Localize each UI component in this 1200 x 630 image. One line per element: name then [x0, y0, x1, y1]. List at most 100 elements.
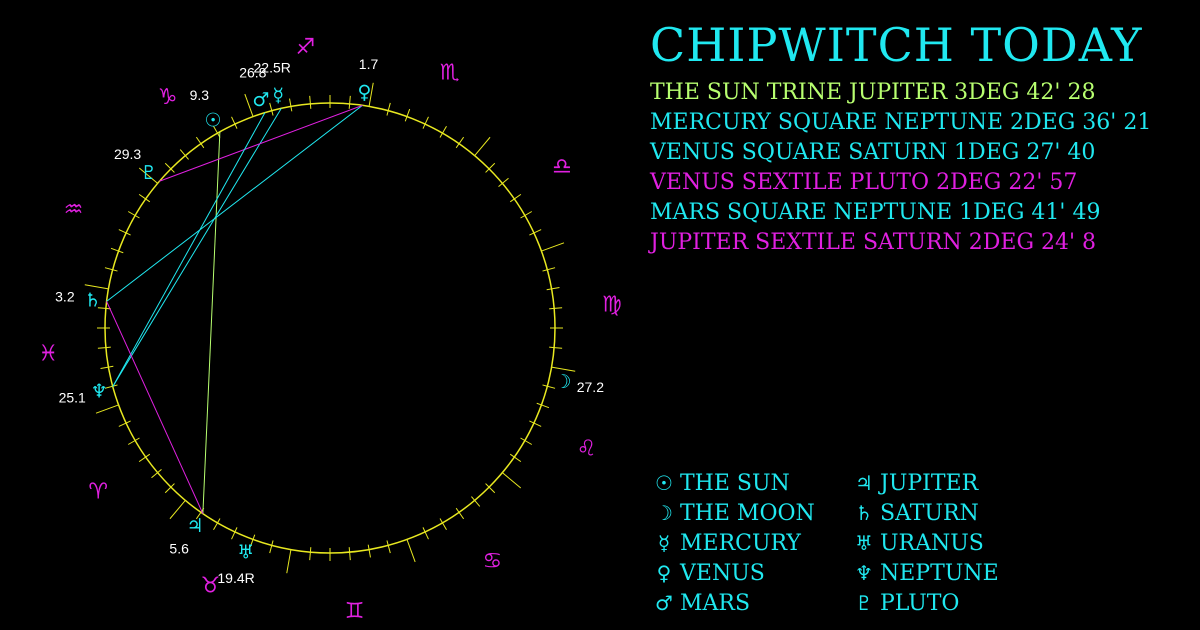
- degree-tick-inner: [520, 437, 526, 441]
- zodiac-wheel: ♑♒♓♈♉♊♋♌♍♎♏♐☉9.3♂26.8☿22.5R♀1.7♇29.3♄3.2…: [38, 35, 622, 624]
- aspect-line-sun-jupiter: [202, 131, 221, 514]
- cancer-glyph: ♋: [482, 549, 502, 574]
- degree-tick-inner: [471, 496, 476, 501]
- degree-tick-inner: [422, 527, 426, 533]
- degree-tick-inner: [271, 110, 274, 116]
- degree-tick: [387, 545, 391, 554]
- venus-icon: ♀: [358, 82, 372, 104]
- degree-tick: [424, 116, 429, 125]
- degree-tick: [514, 456, 522, 463]
- degree-tick: [387, 102, 391, 111]
- legend-label: JUPITER: [880, 471, 979, 496]
- sign-boundary-tick: [474, 136, 491, 156]
- moon-icon: ☽: [655, 501, 673, 525]
- degree-tick: [179, 149, 186, 156]
- degree-tick-inner: [509, 198, 515, 203]
- degree-tick: [514, 193, 522, 200]
- aspect-line-venus-saturn: [106, 104, 363, 302]
- degree-tick: [524, 440, 533, 445]
- legend-item: ♂MARS: [648, 588, 848, 618]
- degree-tick-inner: [455, 507, 460, 513]
- aspect-line-mars-neptune: [112, 112, 266, 387]
- uranus-icon: ♅: [855, 531, 873, 555]
- capricorn-glyph: ♑: [158, 85, 178, 110]
- degree-tick: [547, 385, 556, 389]
- aspect-item: THE SUN TRINE JUPITER 3DEG 42' 28: [650, 80, 1096, 105]
- degree-tick: [349, 552, 351, 561]
- degree-tick-inner: [498, 182, 503, 187]
- legend-label: VENUS: [680, 561, 765, 586]
- legend-label: SATURN: [880, 501, 979, 526]
- degree-tick: [406, 108, 411, 117]
- degree-tick: [309, 552, 311, 561]
- legend-item: ♇PLUTO: [848, 588, 1028, 618]
- degree-tick: [547, 267, 556, 271]
- degree-tick-inner: [546, 288, 552, 291]
- moon-degree-label: 27.2: [577, 379, 604, 395]
- degree-tick: [554, 347, 563, 349]
- degree-tick-inner: [386, 540, 389, 546]
- libra-glyph: ♎: [552, 155, 572, 180]
- degree-tick: [127, 440, 136, 445]
- uranus-degree-label: 19.4R: [217, 570, 254, 586]
- degree-tick: [151, 472, 158, 479]
- degree-tick-inner: [125, 232, 131, 236]
- sign-boundary-tick: [406, 539, 416, 563]
- mars-icon: ♂: [252, 89, 269, 111]
- degree-tick: [458, 136, 465, 144]
- legend-label: MERCURY: [680, 531, 801, 556]
- degree-tick: [458, 512, 465, 520]
- legend-label: MARS: [680, 591, 751, 616]
- degree-tick-inner: [157, 469, 162, 474]
- degree-tick-inner: [170, 483, 175, 488]
- legend-item: ♄SATURN: [848, 498, 1028, 528]
- degree-tick-inner: [234, 527, 238, 533]
- legend-item: ☽ THE MOON: [648, 498, 848, 528]
- degree-tick-inner: [485, 483, 490, 488]
- degree-tick-inner: [134, 437, 140, 441]
- scorpio-glyph: ♏: [440, 61, 460, 86]
- degree-tick: [231, 116, 236, 125]
- degree-tick: [164, 162, 172, 170]
- degree-tick: [104, 267, 113, 271]
- mars-degree-label: 26.8: [239, 64, 266, 80]
- taurus-glyph: ♉: [201, 573, 221, 598]
- saturn-degree-label: 3.2: [55, 288, 75, 304]
- degree-tick-inner: [217, 518, 221, 524]
- aries-glyph: ♈: [88, 479, 108, 504]
- legend-label: URANUS: [880, 531, 984, 556]
- sign-boundary-tick: [169, 500, 186, 520]
- legend-label: THE SUN: [680, 471, 790, 496]
- degree-tick: [488, 486, 496, 494]
- degree-tick-inner: [386, 110, 389, 116]
- degree-tick-inner: [145, 453, 151, 458]
- gemini-glyph: ♊: [345, 599, 365, 624]
- sagittarius-glyph: ♐: [295, 35, 315, 60]
- degree-tick: [533, 422, 542, 427]
- degree-tick: [118, 422, 127, 427]
- degree-tick: [289, 98, 292, 107]
- legend-item: ♆NEPTUNE: [848, 558, 1028, 588]
- degree-tick-inner: [200, 143, 205, 149]
- sign-boundary-tick: [138, 167, 158, 184]
- planet-legend: ☉THE SUN♃JUPITER☽THE MOON♄SATURN☿MERCURY…: [648, 468, 1028, 618]
- legend-label: THE MOON: [680, 501, 815, 526]
- pluto-icon: ♇: [140, 162, 157, 184]
- legend-item: ♃ JUPITER: [848, 468, 1028, 498]
- sign-boundary-tick: [84, 284, 109, 290]
- degree-tick: [424, 531, 429, 540]
- degree-tick: [138, 456, 146, 463]
- degree-tick: [474, 500, 481, 507]
- aspect-item: VENUS SEXTILE PLUTO 2DEG 22' 57: [650, 170, 1078, 195]
- aspect-line-venus-pluto: [159, 104, 363, 182]
- sun-icon: ☉: [205, 110, 222, 132]
- sign-boundary-tick: [286, 549, 292, 574]
- degree-tick-inner: [536, 402, 542, 406]
- uranus-icon: ♅: [237, 542, 254, 564]
- degree-tick: [118, 229, 127, 234]
- degree-tick-inner: [125, 420, 131, 424]
- degree-tick-inner: [252, 534, 256, 540]
- mercury-icon: ☿: [272, 85, 284, 107]
- jupiter-icon: ♃: [855, 471, 873, 495]
